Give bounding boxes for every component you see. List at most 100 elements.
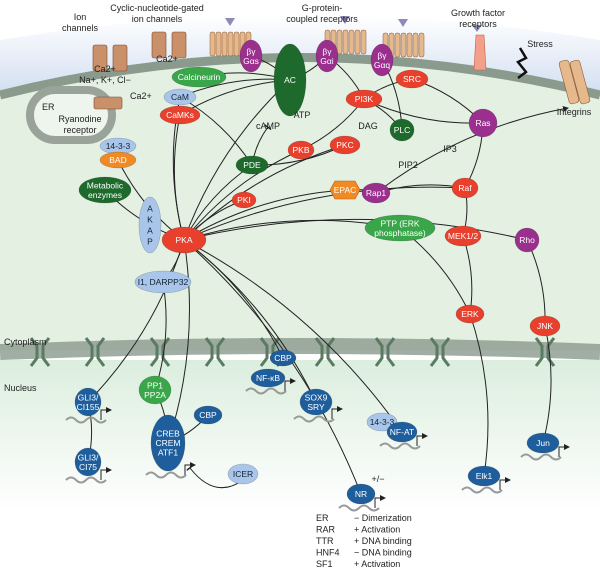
edge-pka-pkb: [183, 149, 302, 241]
dna-icon: [65, 416, 107, 424]
node-label: NR: [355, 489, 367, 499]
nr-effect: − Dimerization: [354, 513, 412, 523]
node-label: Metabolic: [87, 180, 124, 190]
node-label: K: [147, 215, 153, 225]
nr-effect: + Activation: [354, 559, 400, 569]
nuclear-pore-icon: [314, 337, 336, 367]
node-label: Rap1: [366, 188, 387, 198]
node-ras[interactable]: Ras: [468, 108, 498, 138]
node-label: βγ: [246, 46, 256, 56]
node-cbp2[interactable]: CBP: [269, 349, 297, 367]
node-gli155[interactable]: GLI3/CI155: [74, 387, 102, 417]
node-bad[interactable]: BAD: [99, 151, 137, 169]
node-pi3k[interactable]: PI3K: [345, 89, 383, 109]
node-epac[interactable]: EPAC: [329, 180, 361, 200]
node-label: Jun: [536, 438, 550, 448]
node-label: Raf: [458, 183, 472, 193]
node-label: ICER: [233, 469, 253, 479]
label-atp: ATP: [294, 110, 311, 120]
node-pki[interactable]: PKI: [231, 191, 257, 209]
node-b1433[interactable]: 14-3-3: [99, 137, 137, 155]
edge-pka-pkc: [183, 143, 346, 241]
nr-receptor: SF1: [316, 559, 333, 569]
node-icer[interactable]: ICER: [227, 463, 259, 485]
node-nfkb[interactable]: NF-κB: [250, 368, 286, 388]
edge-jnk-jun: [541, 325, 552, 444]
node-label: CBP: [199, 410, 217, 420]
node-mek[interactable]: MEK1/2: [444, 225, 482, 247]
label-integrins: Integrins: [557, 107, 592, 117]
node-darpp[interactable]: I1, DARPP32: [134, 270, 192, 294]
label-cytoplasm: Cytoplasm: [4, 337, 47, 347]
nuclear-pore-icon: [84, 337, 106, 367]
node-label: PI3K: [355, 94, 374, 104]
node-label: PP1: [147, 380, 163, 390]
nr-effect: − DNA binding: [354, 548, 412, 558]
node-gli75[interactable]: GLI3/CI75: [74, 447, 102, 477]
ion-channel-icon: [92, 44, 108, 72]
nuclear-pore-icon: [534, 337, 556, 367]
node-pka[interactable]: PKA: [161, 226, 207, 254]
integrin-icon: [569, 59, 591, 105]
nuclear-pore-icon: [149, 337, 171, 367]
node-label: MEK1/2: [448, 231, 479, 241]
node-label: EPAC: [334, 185, 357, 195]
node-pde[interactable]: PDE: [235, 155, 269, 175]
nr-receptor: ER: [316, 513, 329, 523]
label-cng-channels: ion channels: [132, 14, 183, 24]
node-label: PTP (ERK: [380, 218, 419, 228]
label-ion-channels: Ion: [74, 12, 87, 22]
node-label: CI75: [79, 462, 97, 472]
node-label: PKI: [237, 195, 251, 205]
node-cam[interactable]: CaM: [163, 88, 197, 106]
ligand-icon: [472, 25, 482, 32]
node-ac[interactable]: AC: [273, 43, 307, 117]
ion-channel-icon: [171, 31, 187, 59]
node-raf[interactable]: Raf: [451, 177, 479, 199]
node-label: phosphatase): [374, 228, 426, 238]
endoplasmic-reticulum: [26, 86, 116, 144]
nr-receptor: HNF4: [316, 548, 340, 558]
label-ion-channels: channels: [62, 23, 99, 33]
node-jnk[interactable]: JNK: [529, 315, 561, 337]
node-nr[interactable]: NR: [346, 483, 376, 505]
node-src[interactable]: SRC: [395, 69, 429, 89]
node-label: BAD: [109, 155, 126, 165]
transcription-arrow-icon: [184, 462, 196, 475]
node-label: ERK: [461, 309, 479, 319]
node-label: PDE: [243, 160, 261, 170]
node-calcineurin[interactable]: Calcineurin: [171, 66, 227, 88]
node-label: enzymes: [88, 190, 122, 200]
node-label: Gαq: [374, 60, 391, 70]
node-pkb[interactable]: PKB: [287, 140, 315, 160]
node-label: CBP: [274, 353, 292, 363]
node-camks[interactable]: CaMKs: [159, 105, 201, 125]
transcription-arrow-icon: [284, 378, 296, 391]
node-rho[interactable]: Rho: [514, 227, 540, 253]
node-label: JNK: [537, 321, 553, 331]
node-label: 14-3-3: [370, 417, 395, 427]
node-plc[interactable]: PLC: [389, 118, 415, 142]
label-ca-er: Ca2+: [130, 91, 152, 101]
nuclear-pore-icon: [429, 337, 451, 367]
node-rap1[interactable]: Rap1: [361, 182, 391, 204]
node-elk1[interactable]: Elk1: [467, 465, 501, 487]
node-jun[interactable]: Jun: [526, 432, 560, 454]
node-cbp1[interactable]: CBP: [193, 405, 223, 425]
stress-lightning-icon: [516, 47, 528, 79]
nr-receptor: TTR: [316, 536, 334, 546]
label-er: ER: [42, 102, 55, 112]
node-nfat[interactable]: NF-AT: [386, 421, 418, 443]
node-label: βγ: [377, 50, 387, 60]
node-erk[interactable]: ERK: [455, 304, 485, 324]
node-pkc[interactable]: PKC: [329, 135, 361, 155]
